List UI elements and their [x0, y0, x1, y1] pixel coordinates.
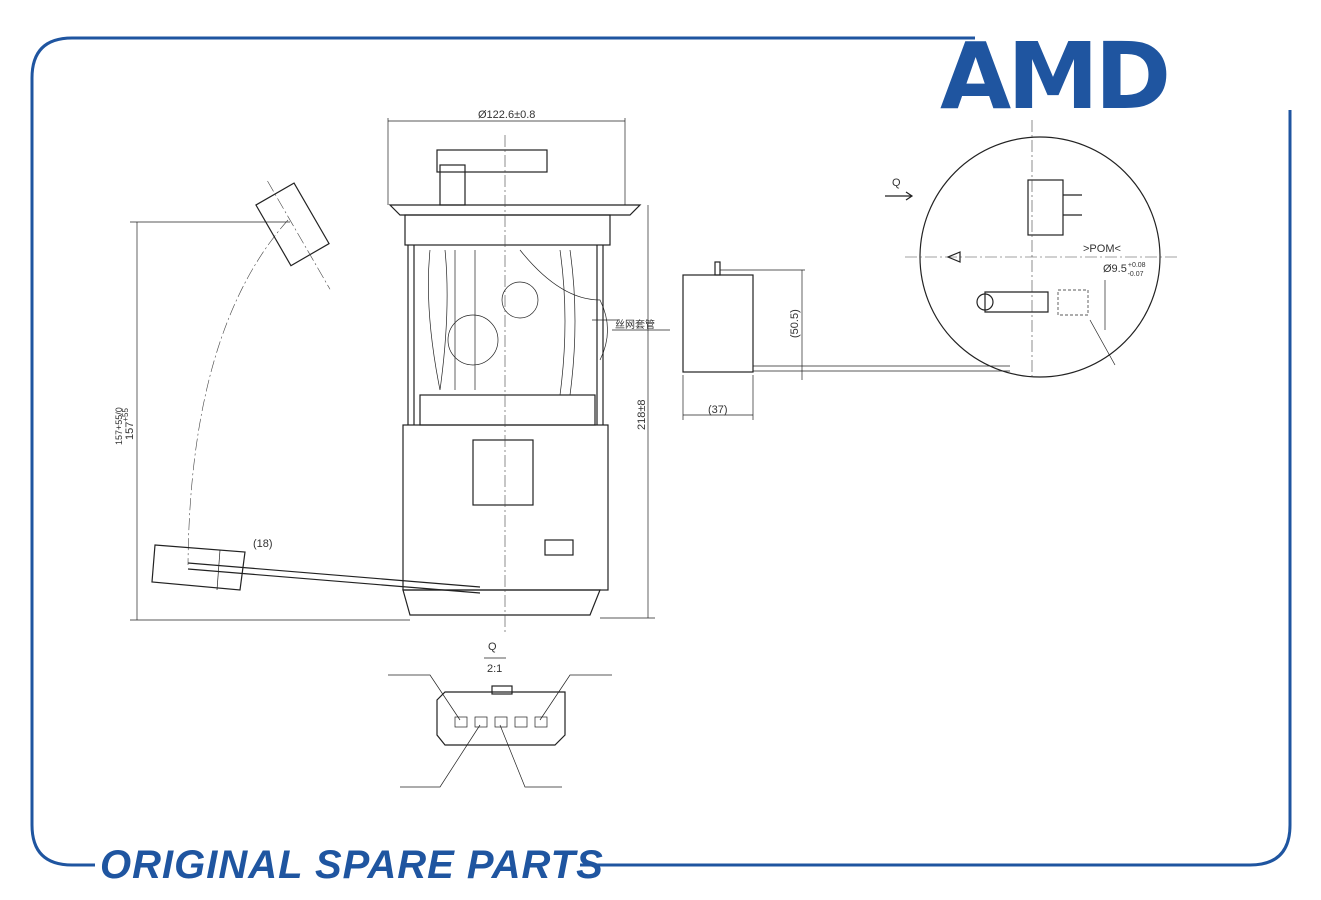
fuel-pump-assembly: Ø122.6±0.8 丝网套管 218±8 — [387, 109, 670, 632]
dim-overall-height: 218±8 — [636, 399, 648, 430]
view-arrow-label: Q — [892, 177, 901, 189]
circular-detail: Q >POM< Ø9.5+0.08-0.07 — [885, 120, 1180, 380]
brand-logo: AMD — [940, 23, 1167, 130]
frame-border — [30, 36, 1292, 867]
label-mesh-sleeve: 丝网套管 — [615, 318, 655, 331]
dim-float-arm-height-full: 157+55/0 — [114, 407, 124, 445]
connector-detail-q: Q 2:1 — [388, 641, 612, 788]
dim-float-arm-height: 157+55 — [121, 408, 136, 440]
dim-float-length: (18) — [253, 538, 273, 550]
dim-pipe-diameter: Ø9.5+0.08-0.07 — [1103, 262, 1146, 278]
dim-top-diameter: Ø122.6±0.8 — [478, 109, 535, 121]
detail-scale: 2:1 — [487, 663, 502, 675]
tagline: ORIGINAL SPARE PARTS — [100, 843, 604, 887]
float-side-view: (50.5) (37) — [682, 261, 1010, 420]
dim-float-width: (37) — [708, 404, 728, 416]
detail-view-label: Q — [488, 641, 497, 653]
dim-float-height: (50.5) — [789, 309, 801, 338]
material-label: >POM< — [1083, 243, 1121, 255]
float-arm: 157+55 157+55/0 (18) — [114, 180, 481, 621]
